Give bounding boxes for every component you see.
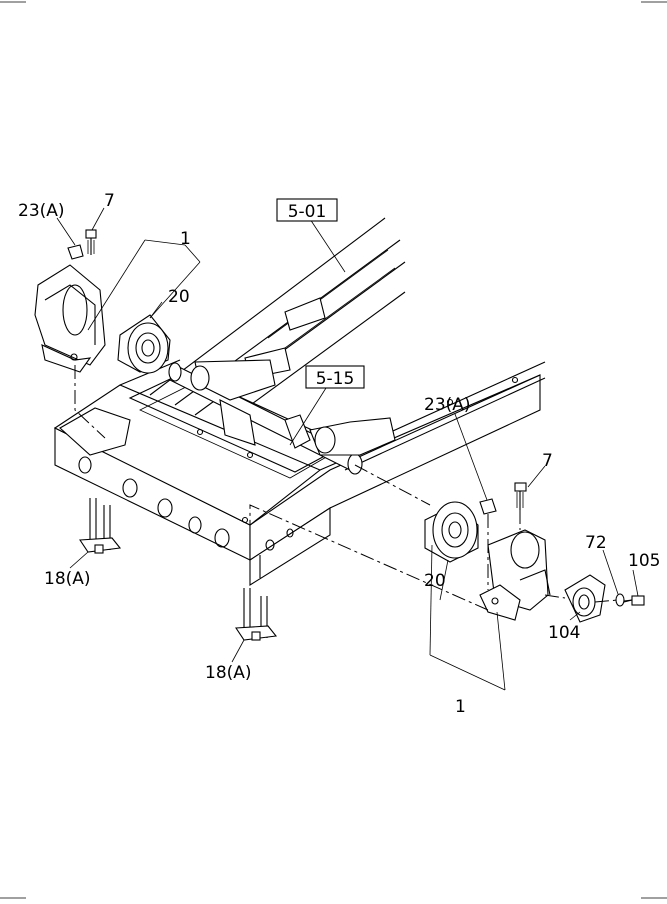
callout-bracket-left: 1 xyxy=(180,229,191,249)
callout-bolt-stopper: 105 xyxy=(628,551,660,571)
assembly-lines xyxy=(74,365,633,611)
stopper-plate xyxy=(564,574,606,623)
callout-labels: 23(A) 7 1 20 23(A) 7 72 105 20 104 18(A)… xyxy=(18,191,660,717)
left-nut xyxy=(67,244,84,260)
left-bolt xyxy=(85,229,97,255)
callout-nut-right: 23(A) xyxy=(424,395,471,415)
u-bolt-rear xyxy=(235,588,278,641)
ref-box-crossmember[interactable]: 5-15 xyxy=(305,365,365,389)
callout-stopper-plate: 104 xyxy=(548,623,580,643)
callout-u-bolt-rear: 18(A) xyxy=(205,663,252,683)
ref-box-frame[interactable]: 5-01 xyxy=(276,198,338,222)
callout-bushing-right: 20 xyxy=(424,571,446,591)
crossmember-tube xyxy=(168,359,396,475)
u-bolt-front xyxy=(79,498,122,554)
right-bolt xyxy=(514,482,527,510)
right-mount-bracket xyxy=(479,529,551,621)
leader-lines xyxy=(56,207,639,691)
callout-bushing-left: 20 xyxy=(168,287,190,307)
ref-label-frame: 5-01 xyxy=(288,202,327,222)
right-nut xyxy=(479,498,497,515)
callout-bolt-right: 7 xyxy=(542,451,553,471)
callout-washer: 72 xyxy=(585,533,607,553)
callout-bolt-left: 7 xyxy=(104,191,115,211)
ref-label-crossmember: 5-15 xyxy=(316,369,355,389)
left-mount-bracket xyxy=(34,264,106,373)
washer xyxy=(615,593,625,607)
callout-u-bolt-front: 18(A) xyxy=(44,569,91,589)
callout-nut-left: 23(A) xyxy=(18,201,65,221)
callout-bracket-right: 1 xyxy=(455,697,466,717)
left-rubber-bushing xyxy=(117,314,171,374)
right-rubber-bushing xyxy=(424,501,479,563)
